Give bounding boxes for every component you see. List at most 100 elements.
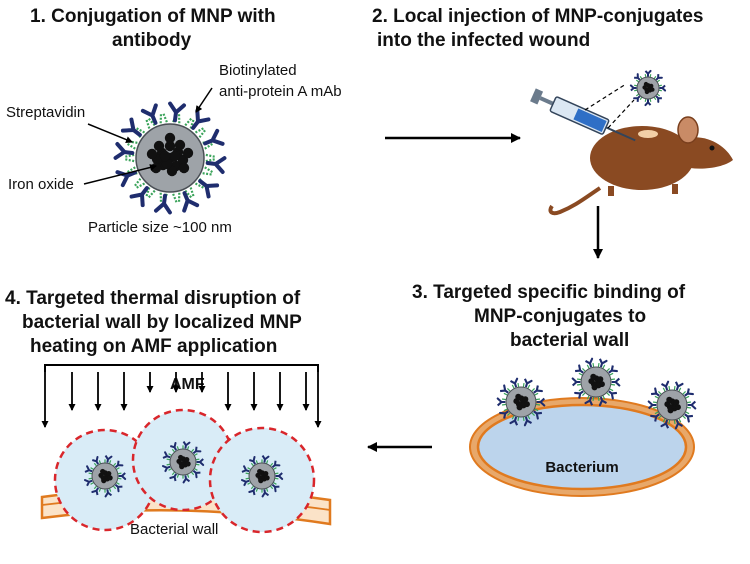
antibody-icon — [496, 397, 506, 407]
antibody-icon — [629, 84, 637, 92]
antibody-icon — [584, 357, 594, 368]
streptavidin-strand — [202, 172, 213, 176]
streptavidin-pointer — [87, 123, 133, 143]
streptavidin-strand — [517, 416, 520, 422]
antibody-icon — [533, 385, 543, 394]
streptavidin-strand — [634, 89, 638, 92]
streptavidin-strand — [90, 481, 95, 485]
antibody-icon — [509, 377, 519, 388]
streptavidin-strand — [576, 378, 582, 381]
streptavidin-strand — [581, 392, 586, 397]
antibody-icon — [168, 101, 186, 123]
streptavidin-strand — [586, 364, 590, 369]
streptavidin-strand — [678, 418, 682, 423]
streptavidin-strand — [682, 390, 687, 395]
streptavidin-strand — [644, 98, 647, 102]
antibody-icon — [104, 455, 113, 463]
streptavidin-strand — [176, 446, 180, 450]
streptavidin-strand — [673, 419, 676, 425]
iron-oxide-dot — [643, 81, 649, 87]
streptavidin-strand — [685, 411, 690, 415]
streptavidin-strand — [112, 485, 117, 490]
antibody-icon — [509, 416, 519, 426]
streptavidin-strand — [265, 460, 269, 464]
iron-oxide-dot — [263, 471, 269, 477]
streptavidin-strand — [193, 467, 198, 471]
streptavidin-strand — [506, 412, 511, 417]
iron-oxide-dot — [258, 478, 264, 484]
mouse-head — [686, 137, 733, 169]
antibody-icon — [196, 458, 205, 467]
streptavidin-strand — [272, 467, 277, 471]
streptavidin-strand — [198, 129, 207, 139]
streptavidin-strand — [535, 398, 541, 401]
streptavidin-strand — [658, 89, 662, 92]
antibody-icon — [205, 156, 227, 174]
bacterium-label: Bacterium — [545, 459, 618, 476]
antibody-icon — [533, 410, 543, 420]
streptavidin-strand — [662, 418, 666, 423]
iron-oxide-dot — [644, 89, 650, 95]
iron-oxide-dot — [590, 373, 597, 380]
iron-oxide-dot — [150, 162, 162, 174]
step-4-title-line-1: 4. Targeted thermal disruption of — [5, 288, 301, 309]
streptavidin-strand — [653, 96, 657, 101]
streptavidin-strand — [678, 387, 682, 392]
nanoparticle — [629, 69, 667, 107]
streptavidin-strand — [168, 453, 173, 457]
antibody-icon — [154, 193, 172, 215]
streptavidin-strand — [205, 153, 216, 158]
antibody-icon — [182, 475, 191, 484]
step-1-title-line-2: antibody — [112, 30, 192, 51]
antibody-icon — [169, 442, 178, 451]
streptavidin-strand — [501, 398, 507, 401]
iron-oxide-dot — [598, 381, 605, 388]
streptavidin-strand — [269, 462, 274, 467]
antibody-icon — [660, 419, 670, 429]
iron-oxide-label: Iron oxide — [8, 176, 74, 193]
streptavidin-strand — [531, 387, 536, 392]
streptavidin-strand — [597, 396, 600, 402]
streptavidin-strand — [272, 481, 277, 485]
antibody-icon — [114, 484, 123, 493]
streptavidin-strand — [522, 416, 525, 422]
iron-oxide-dot — [169, 150, 181, 162]
step-4-title-line-2: bacterial wall by localized MNP — [22, 312, 302, 333]
streptavidin-strand — [592, 396, 595, 402]
iron-oxide-dot — [107, 475, 113, 481]
streptavidin-strand — [204, 166, 214, 174]
mouse-body — [590, 126, 694, 190]
syringe-needle — [605, 126, 636, 142]
antibody-icon — [655, 95, 662, 103]
antibody-icon — [633, 95, 641, 102]
antibody-icon — [523, 416, 533, 427]
streptavidin-strand — [186, 474, 190, 478]
antibody-icon — [248, 456, 257, 465]
antibody-icon — [169, 473, 178, 482]
biotinylated-label-line-2: anti-protein A mAb — [219, 83, 342, 100]
antibody-icon — [608, 390, 618, 400]
antibody-icon — [115, 170, 137, 188]
step-1-labels: Streptavidin Biotinylated anti-protein A… — [6, 62, 342, 236]
streptavidin-strand — [184, 117, 193, 127]
iron-oxide-dot — [101, 478, 107, 484]
antibody-icon — [248, 487, 257, 496]
step-2-title-line-1: 2. Local injection of MNP-conjugates — [372, 6, 703, 27]
streptavidin-strand — [194, 182, 205, 189]
mouse-leg-front — [672, 184, 678, 194]
streptavidin-strand — [654, 395, 659, 399]
streptavidin-strand — [274, 477, 279, 480]
antibody-icon — [536, 397, 546, 407]
biotinylated-label-line-1: Biotinylated — [219, 62, 297, 79]
streptavidin-strand — [115, 467, 120, 471]
iron-oxide-dot — [178, 454, 184, 461]
antibody-icon — [584, 396, 594, 406]
bacterium-cell — [476, 403, 688, 491]
streptavidin-strand — [501, 403, 507, 406]
iron-oxide-dot — [179, 464, 185, 470]
antibody-icon — [684, 388, 694, 397]
streptavidin-strand — [581, 367, 586, 372]
streptavidin-strand — [145, 119, 151, 129]
antibody-icon — [598, 396, 608, 407]
iron-oxide-dot — [146, 148, 158, 160]
